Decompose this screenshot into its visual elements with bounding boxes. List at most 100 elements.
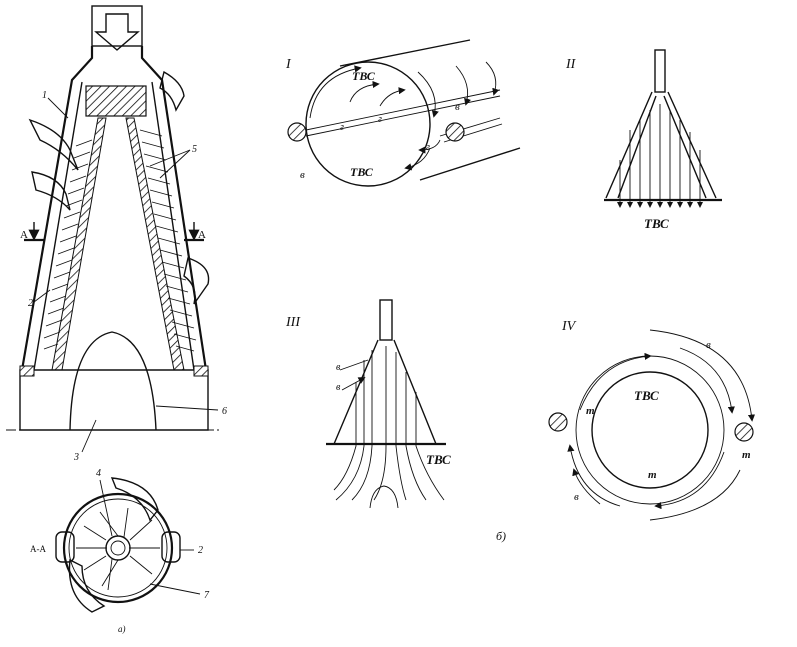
panel-iv-letter-v2: в	[574, 491, 579, 503]
panel-iv-arrow-6	[649, 469, 741, 521]
swirl-arrow-5-icon	[455, 65, 471, 106]
leader-5b	[159, 149, 191, 179]
cylinder-sides	[339, 39, 521, 181]
section-label: А-А	[30, 544, 46, 554]
section-core	[105, 535, 131, 561]
inlet-pipe	[91, 5, 143, 47]
panel-ii-tube	[654, 49, 666, 93]
inner-shell-left	[33, 81, 83, 371]
panel-i-tvs-top: ТВС	[352, 69, 376, 83]
panel-iii-recirc	[369, 485, 399, 509]
panel-iv-letter-v1: в	[706, 339, 711, 351]
label-7: 7	[204, 590, 210, 601]
panel-iv-arrow-3-icon	[654, 451, 725, 510]
figure-a-burner: A A 1 2 3 5 6 а)	[6, 5, 227, 634]
base-flange-right	[193, 365, 209, 377]
panel-iv-arrow-7-icon	[572, 468, 601, 505]
label-6: 6	[222, 406, 227, 417]
swirl-arrow-7-icon	[404, 147, 431, 171]
outer-shell-right	[140, 46, 208, 371]
swirl-arrow-4-icon	[417, 71, 439, 118]
leader-6	[155, 405, 219, 411]
section-inlet-bottom	[68, 558, 106, 613]
swirl-blades-right	[139, 129, 197, 352]
leader-3	[81, 419, 97, 453]
panel-iv-letter-m2: т	[648, 469, 657, 481]
panel-ii-cone	[605, 91, 717, 199]
panel-iv-rod-left	[548, 412, 568, 432]
caption-b: б)	[496, 529, 506, 543]
section-core-inner	[110, 540, 126, 556]
section-inner-ring	[68, 498, 168, 598]
panel-iii-numeral: III	[285, 315, 301, 330]
outer-shell-left	[20, 46, 94, 371]
leader-5a	[149, 149, 191, 167]
panel-iv-ring-inner	[591, 371, 709, 489]
swirl-arrow-3-icon	[379, 87, 406, 107]
panel-ii-jets	[619, 104, 701, 206]
panel-iv: IV ТВС т т т в в	[548, 319, 756, 521]
air-inlet-3	[159, 70, 185, 112]
panel-i-letter-g3: г	[426, 142, 430, 153]
panel-iv-arrow-5-icon	[649, 329, 756, 422]
label-2: 2	[28, 298, 33, 309]
panel-i-letter-v2: в	[455, 101, 460, 113]
panel-i-letter-v: в	[300, 169, 305, 181]
section-a-a: 4 2 7 А-А	[30, 468, 210, 613]
panel-iii-air-arrows-icon	[339, 359, 368, 391]
panel-iv-tvs: ТВС	[634, 388, 659, 403]
air-inlet-1	[28, 118, 79, 171]
inlet-arrow-icon	[94, 13, 140, 51]
section-letter-left: A	[20, 229, 28, 241]
panel-iii-cone	[333, 339, 437, 445]
air-inlet-2	[31, 171, 71, 211]
label-2b: 2	[198, 545, 203, 556]
panel-ii-jet-arrows-icon	[617, 202, 703, 208]
panel-iv-arrow-4-icon	[567, 444, 621, 507]
swirl-arrow-1-icon	[309, 65, 362, 119]
leader-2	[33, 289, 51, 303]
panel-iv-arrow-2-icon	[679, 347, 735, 414]
caption-a: а)	[118, 624, 126, 634]
panel-i-letter-g1: г	[340, 122, 344, 133]
panel-iii-letter-v1: в	[336, 362, 341, 373]
panel-iii-tvs: ТВС	[426, 452, 451, 467]
panel-i-letter-g2: г	[378, 114, 382, 125]
panel-iii-letter-v2: в	[336, 382, 341, 393]
swirl-blades-left	[43, 139, 93, 350]
plug-block	[85, 85, 147, 117]
panel-iv-arrow-1-icon	[579, 352, 652, 411]
air-inlet-4	[183, 257, 210, 305]
panel-ii-numeral: II	[565, 57, 577, 72]
label-1: 1	[42, 90, 47, 101]
nozzle-left	[55, 531, 75, 563]
label-4: 4	[96, 468, 101, 479]
base-block	[19, 369, 209, 431]
label-5: 5	[192, 144, 197, 155]
swirl-arrow-2-icon	[349, 80, 380, 103]
flame-dome	[69, 331, 157, 431]
label-3: 3	[73, 452, 79, 463]
panel-iv-numeral: IV	[561, 319, 577, 334]
section-inlet-top	[110, 477, 159, 522]
nozzle-right	[161, 531, 181, 563]
section-letter-right: A	[198, 229, 206, 241]
panel-i-tvs-bottom: ТВС	[350, 165, 374, 179]
leader-4	[99, 479, 113, 537]
panel-iv-ring-outer	[575, 355, 725, 505]
section-blades	[76, 507, 160, 591]
leader-7	[149, 583, 201, 595]
rod-left	[287, 122, 307, 142]
panel-ii: II ТВС	[565, 49, 722, 231]
panel-iii: III в в ТВС	[285, 299, 451, 509]
panel-iv-rod-right	[734, 422, 754, 442]
base-flange-left	[19, 365, 35, 377]
panel-iii-tube	[379, 299, 393, 341]
panel-ii-tvs: ТВС	[644, 216, 669, 231]
panel-iv-letter-m1: т	[586, 405, 595, 417]
cylinder-rods	[305, 89, 503, 143]
swirl-arrow-8-icon	[418, 139, 441, 154]
panel-i: I ТВС ТВС в в г г г	[285, 39, 521, 187]
rod-right	[445, 122, 465, 142]
swirl-arrow-6-icon	[485, 61, 500, 96]
